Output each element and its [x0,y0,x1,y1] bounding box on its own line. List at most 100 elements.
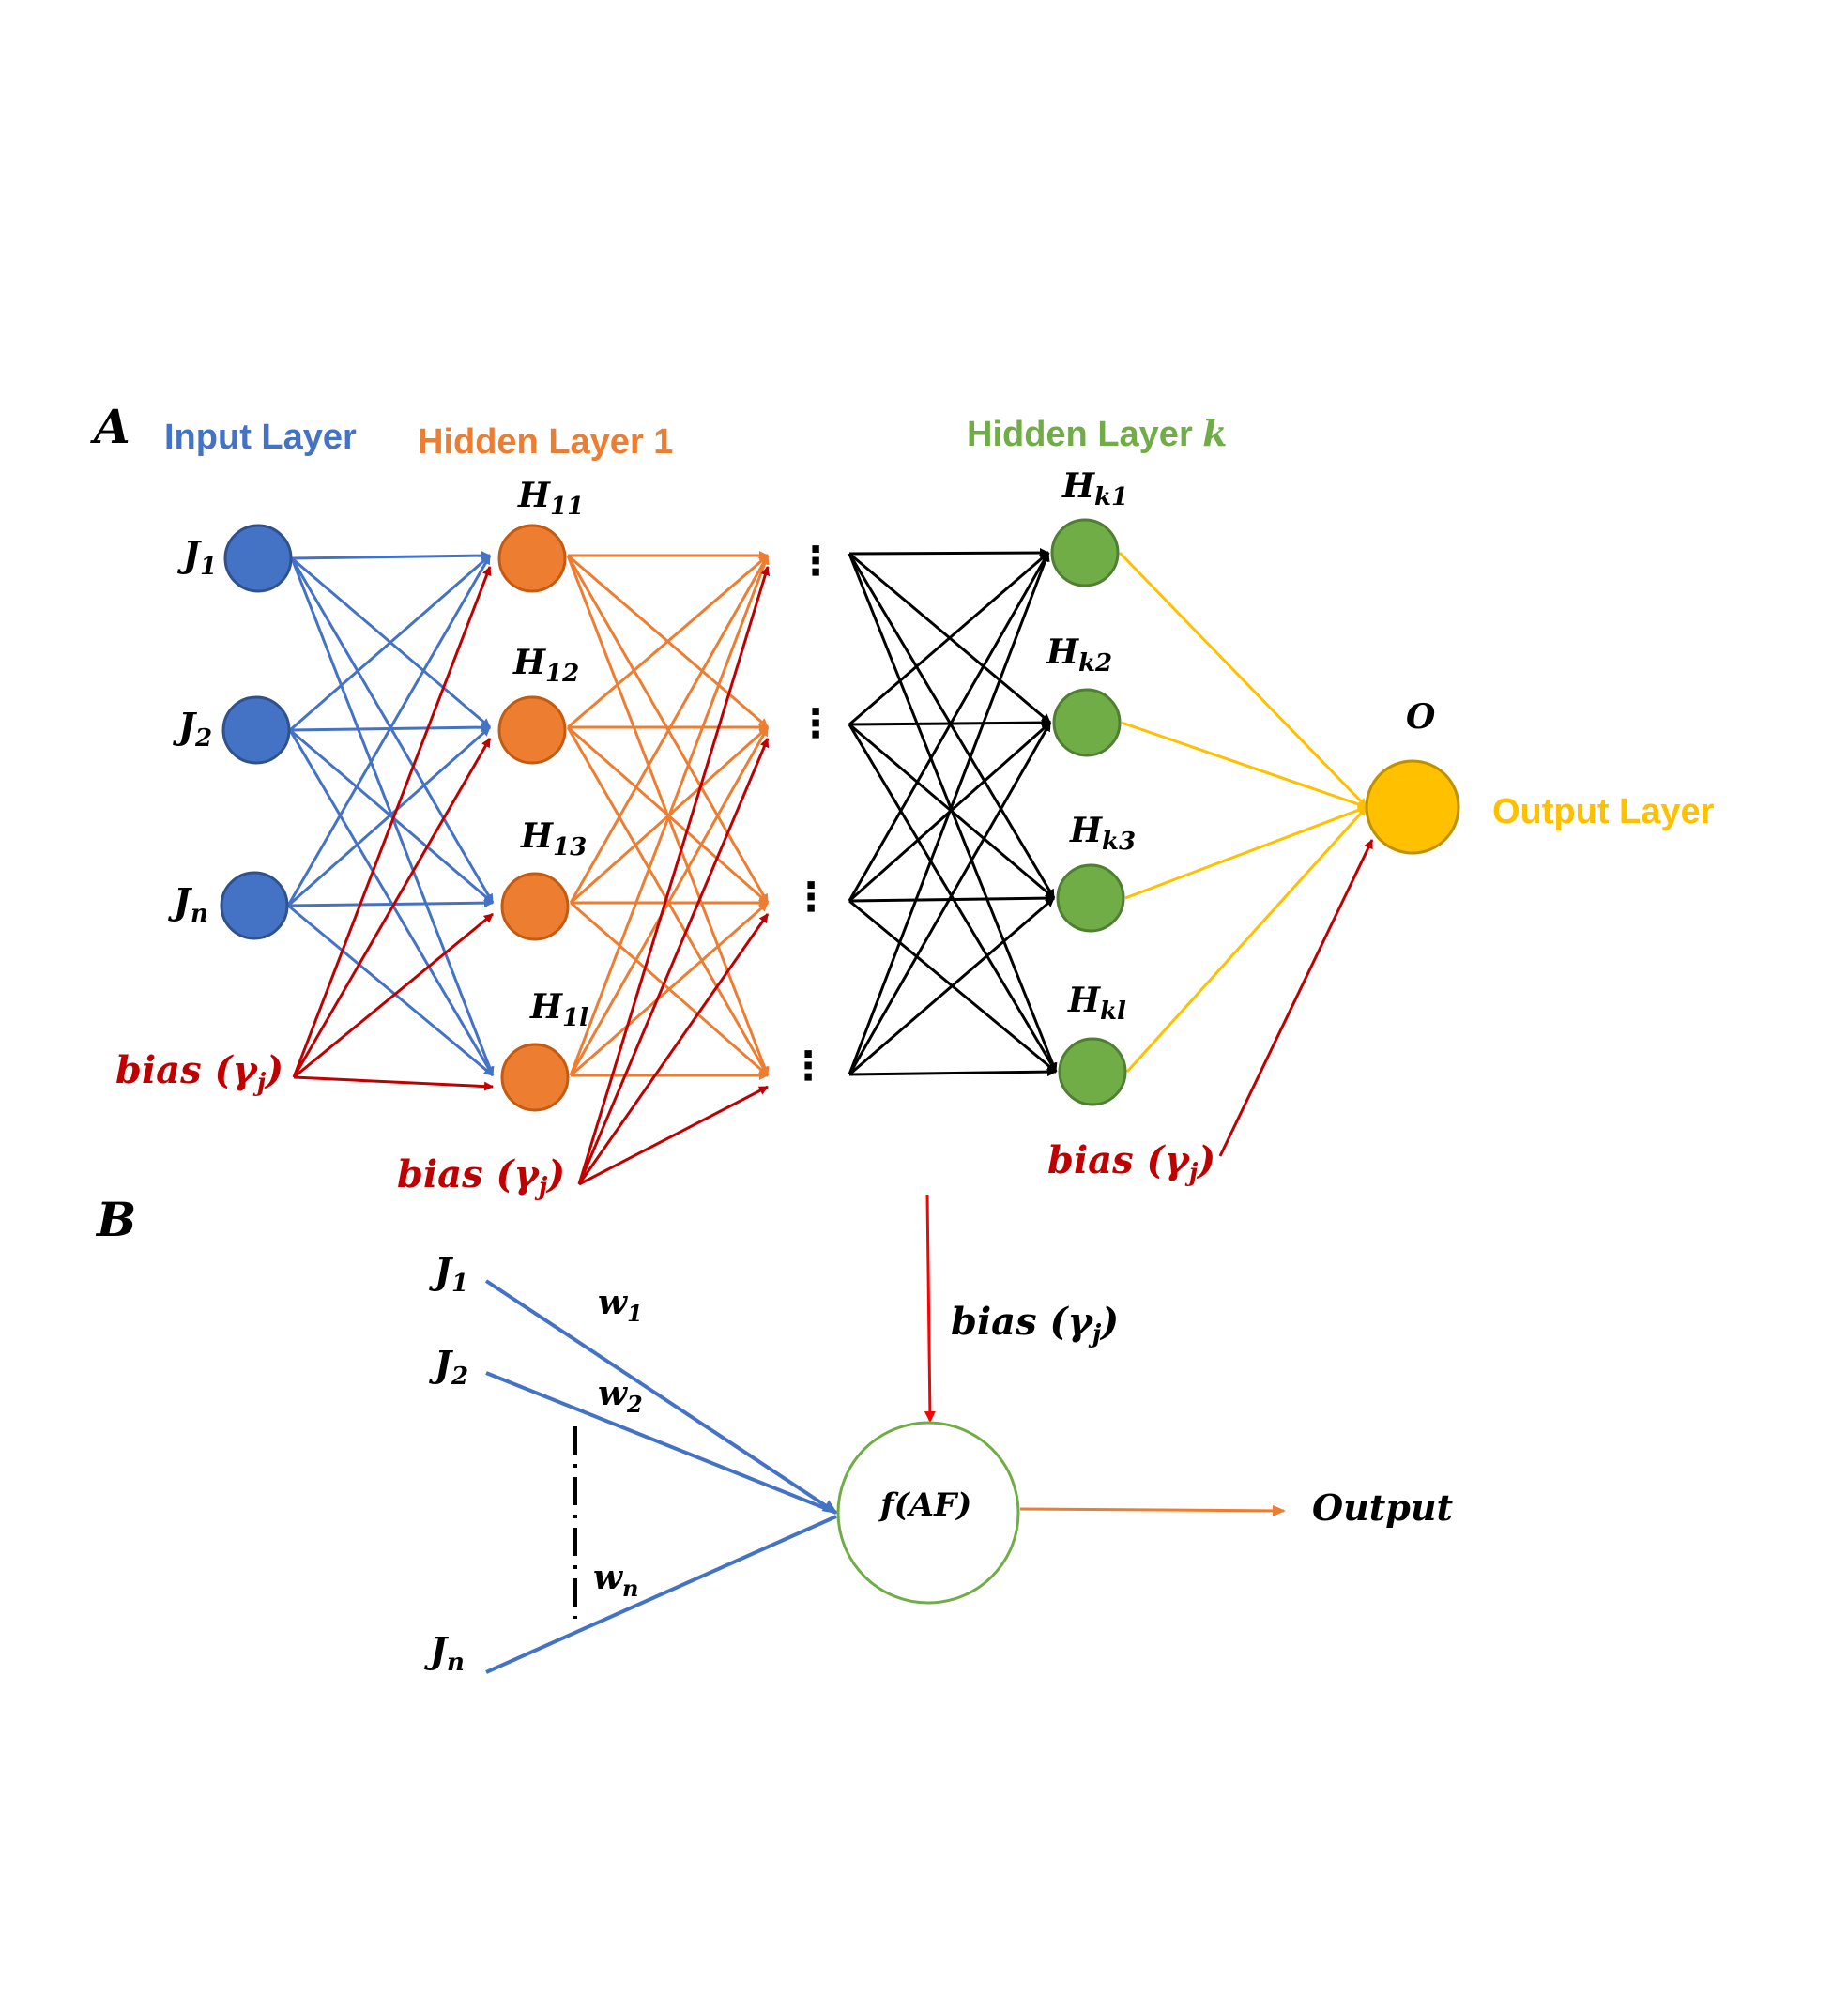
edge-hidden1-3-col-2 [570,901,769,1077]
panel-b-neuron [836,1421,1020,1605]
panel-b-weight-w1: w1 [598,1283,643,1327]
output-node [1365,759,1460,855]
edge-hidden1-1-col-0 [567,554,769,729]
hiddenk-label-hk1: Hk1 [1061,466,1128,511]
edge-input-1-hidden1-0 [289,554,491,732]
panel-b-output-label: Output [1312,1486,1453,1529]
edge-col-3-hiddenk-2 [848,896,1055,1076]
hiddenk-node-hk3 [1056,863,1125,933]
ellipsis-1: ⋮ [796,538,835,584]
input-node-j2 [221,695,291,765]
hiddenk-nodes: Hk1 Hk2 Hk3 Hkl [1046,466,1136,1106]
panel-b-input-j2: J2 [429,1343,468,1391]
edge-col-3-hiddenk-0 [848,552,1050,1075]
ellipsis-4: ⋮ [788,1043,828,1089]
edge-bias-input-hidden1-1 [292,738,492,1078]
edge-input-2-hidden1-2 [287,898,494,908]
hiddenk-label-hk3: Hk3 [1069,811,1136,856]
edge-col-2-hiddenk-0 [848,552,1050,902]
input-nodes: J1 J2 Jn [168,524,293,940]
edge-hiddenk-2-output [1124,805,1367,900]
panel-b: B J1 J2 Jn w1 w2 wn bias (γj) f(AF) Outp… [95,1192,1453,1677]
hidden1-node-h12 [497,695,567,765]
output-node-label: O [1406,697,1436,737]
panel-a-label: A [90,399,130,454]
edge-col-3-hiddenk-3 [848,1067,1057,1077]
input-to-hidden1-edges [286,551,495,1077]
hidden1-node-h1l [500,1043,570,1112]
input-label-jn: Jn [168,880,208,928]
edge-hidden1-3-col-1 [569,726,770,1076]
edge-hidden1-3-col-0 [569,555,770,1076]
input-label-j2: J2 [173,705,212,753]
edge-col-3-hiddenk-1 [848,722,1052,1075]
edge-hiddenk-0-output [1118,551,1368,809]
ellipsis-to-hiddenk-edges [848,548,1058,1077]
edge-bias-input-hidden1-3 [293,1075,494,1091]
input-label-j1: J1 [177,533,217,581]
hiddenk-node-hkl [1058,1037,1127,1106]
panel-a: A Input Layer Hidden Layer 1 Hidden Laye… [90,399,1715,1201]
hidden1-nodes: H11 H12 H13 H1l [497,476,588,1112]
hidden1-label-h1l: H1l [529,987,588,1032]
ellipsis-2: ⋮ [796,700,835,746]
edge-col-2-hiddenk-2 [848,893,1055,904]
edge-input-0-hidden1-0 [291,551,491,561]
edge-col-1-hiddenk-0 [848,551,1049,726]
edge-bias-hiddenk-output [1218,839,1374,1157]
panel-b-edge-jn [485,1515,837,1674]
hidden1-node-h13 [500,872,570,941]
hiddenk-to-output-edges [1118,551,1368,1074]
bias-label-hidden1: bias (γj) [397,1152,565,1201]
edge-bias-input-hidden1-2 [293,912,494,1079]
panel-b-bias-arrow [924,1194,936,1423]
panel-b-bias-label: bias (γj) [951,1300,1119,1348]
edge-input-2-hidden1-3 [287,904,494,1077]
bias-label-hiddenk: bias (γj) [1047,1138,1215,1187]
edge-hiddenk-1-output [1121,721,1367,809]
edge-input-1-hidden1-2 [289,728,494,905]
panel-b-output-arrow [1019,1504,1286,1516]
hidden1-label-h13: H13 [520,816,587,861]
edge-hidden1-2-col-0 [569,555,770,904]
panel-b-label: B [95,1192,136,1247]
panel-b-neuron-label: f(AF) [878,1486,971,1524]
panel-b-weight-wn: wn [593,1558,638,1602]
hiddenk-label-hk2: Hk2 [1046,632,1112,678]
hiddenk-node-hk1 [1050,518,1120,587]
edge-input-2-hidden1-1 [287,725,491,907]
edge-bias-hidden1-col-0 [577,566,771,1185]
bias-label-input: bias (γj) [115,1048,283,1097]
hidden1-to-ellipsis-edges [566,551,770,1080]
panel-b-weight-w2: w2 [598,1374,643,1418]
edge-bias-hidden1-col-1 [577,738,770,1185]
hidden1-label-h12: H12 [512,643,579,688]
edge-hiddenk-3-output [1125,805,1368,1074]
hidden-layer-k-text: Hidden Layer [967,415,1202,454]
ellipsis-column: ⋮ ⋮ ⋮ ⋮ [788,538,835,1089]
panel-b-edge-j2 [485,1371,837,1515]
hidden1-label-h11: H11 [517,476,584,521]
edge-bias-hidden1-col-3 [578,1085,769,1186]
input-node-j1 [223,524,293,593]
bias-edges [292,566,1374,1186]
ellipsis-3: ⋮ [791,874,831,920]
input-layer-title: Input Layer [164,418,357,457]
hiddenk-node-hk2 [1052,688,1122,757]
hidden-layer-1-title: Hidden Layer 1 [418,422,673,462]
output-layer-title: Output Layer [1492,792,1715,831]
hidden-layer-k-var: k [1202,412,1227,454]
panel-b-input-j1: J1 [429,1250,468,1298]
hidden1-node-h11 [497,524,567,593]
edge-input-2-hidden1-0 [286,555,492,907]
edge-bias-hidden1-col-2 [577,913,770,1185]
hiddenk-label-hkl: Hkl [1067,981,1126,1026]
edge-col-0-hiddenk-0 [848,548,1049,558]
panel-b-input-jn: Jn [424,1629,465,1677]
edge-col-0-hiddenk-2 [848,553,1056,899]
edge-input-0-hidden1-2 [290,557,495,904]
input-node-jn [220,871,289,940]
output-node-group: O [1365,697,1460,855]
panel-b-edge-j1 [484,1279,838,1515]
